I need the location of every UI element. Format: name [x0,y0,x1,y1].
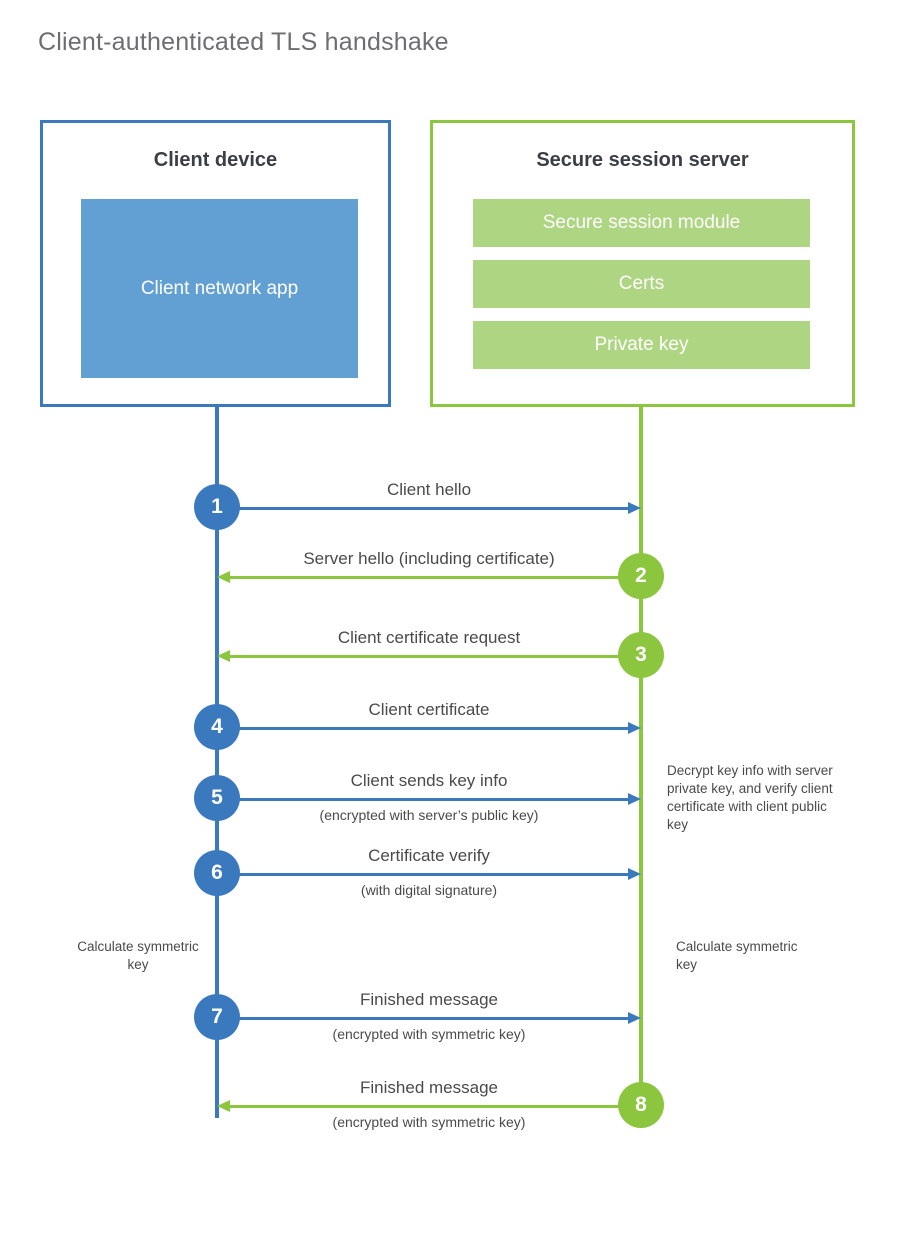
step-circle-7[interactable]: 7 [194,994,240,1040]
step-circle-6[interactable]: 6 [194,850,240,896]
client-network-app-box: Client network app [81,199,358,378]
message-label-2: Server hello (including certificate) [303,549,555,568]
secure-session-server-box: Secure session server Secure session mod… [430,120,855,407]
step-circle-1[interactable]: 1 [194,484,240,530]
message-sublabel-8: (encrypted with symmetric key) [332,1114,526,1130]
server-component-stack: Secure session module Certs Private key [473,199,810,382]
client-lifeline [215,406,219,1118]
arrowhead-left-icon [217,1100,230,1112]
arrowhead-left-icon [217,571,230,583]
message-line-7 [217,1017,628,1020]
message-label-4: Client certificate [368,700,490,719]
message-label-6: Certificate verify [368,846,490,865]
message-line-8 [230,1105,641,1108]
arrowhead-left-icon [217,650,230,662]
note-server-decrypt: Decrypt key info with server private key… [667,763,833,832]
server-component-private-key: Private key [473,321,810,369]
arrowhead-right-icon [628,722,641,734]
message-line-2 [230,576,641,579]
message-sublabel-6: (with digital signature) [360,882,498,898]
client-device-box: Client device Client network app [40,120,391,407]
server-lifeline [639,406,643,1106]
arrowhead-right-icon [628,1012,641,1024]
page-title: Client-authenticated TLS handshake [38,28,449,56]
step-circle-2[interactable]: 2 [618,553,664,599]
arrowhead-right-icon [628,502,641,514]
message-sublabel-5: (encrypted with server’s public key) [319,807,539,823]
message-line-5 [217,798,628,801]
message-line-4 [217,727,628,730]
message-line-3 [230,655,641,658]
step-circle-8[interactable]: 8 [618,1082,664,1128]
note-server-calculate-symmetric-key: Calculate symmetric key [676,939,798,972]
server-component-secure-session-module: Secure session module [473,199,810,247]
step-circle-3[interactable]: 3 [618,632,664,678]
message-label-8: Finished message [360,1078,498,1097]
message-label-7: Finished message [360,990,498,1009]
message-label-1: Client hello [386,480,472,499]
arrowhead-right-icon [628,868,641,880]
message-line-1 [217,507,628,510]
step-circle-5[interactable]: 5 [194,775,240,821]
client-device-title: Client device [153,149,278,171]
message-line-6 [217,873,628,876]
note-client-calculate-symmetric-key: Calculate symmetric key [77,939,199,972]
arrowhead-right-icon [628,793,641,805]
message-label-3: Client certificate request [337,628,521,647]
secure-session-server-title: Secure session server [536,149,749,171]
message-label-5: Client sends key info [350,771,508,790]
message-sublabel-7: (encrypted with symmetric key) [332,1026,526,1042]
server-component-certs: Certs [473,260,810,308]
step-circle-4[interactable]: 4 [194,704,240,750]
